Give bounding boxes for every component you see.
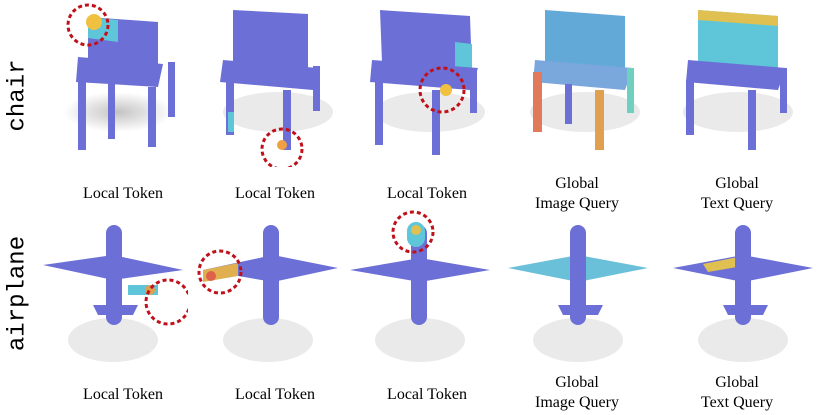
chair-render-local-token-3 — [370, 10, 485, 155]
chair-panel-1 — [48, 2, 198, 167]
highlight-circle — [260, 127, 304, 167]
airplane-render-local-token-1 — [43, 225, 188, 362]
row-label-chair: chair — [4, 59, 32, 132]
airplane-panel-3 — [345, 210, 495, 375]
airplane-panel-1 — [38, 210, 188, 375]
chair-panel-2 — [208, 2, 358, 167]
chair-panel-5 — [668, 2, 818, 167]
airplane-render-global-text-query — [673, 225, 813, 362]
chair-render-global-image-query — [530, 10, 640, 150]
chair-panel-3 — [360, 2, 510, 167]
row-label-airplane: airplane — [4, 235, 32, 352]
caption-chair-3: Local Token — [387, 185, 467, 202]
airplane-render-global-image-query — [508, 225, 648, 362]
caption-airplane-3: Local Token — [387, 386, 467, 403]
highlight-circle — [418, 66, 466, 114]
highlight-circle — [66, 3, 110, 47]
airplane-render-local-token-3 — [350, 210, 490, 362]
caption-chair-2: Local Token — [235, 185, 315, 202]
airplane-panel-4 — [503, 210, 653, 375]
airplane-panel-5 — [668, 210, 818, 375]
highlight-circle — [197, 249, 243, 295]
airplane-panel-2 — [193, 210, 343, 375]
chair-render-local-token-2 — [220, 10, 333, 167]
caption-chair-1: Local Token — [83, 185, 163, 202]
chair-render-global-text-query — [683, 10, 793, 150]
highlight-circle — [144, 278, 188, 326]
chair-panel-4 — [515, 2, 665, 167]
highlight-circle — [391, 210, 435, 254]
chair-render-local-token-1 — [63, 3, 175, 150]
caption-airplane-1: Local Token — [83, 386, 163, 403]
airplane-render-local-token-2 — [197, 225, 338, 362]
caption-airplane-2: Local Token — [235, 386, 315, 403]
